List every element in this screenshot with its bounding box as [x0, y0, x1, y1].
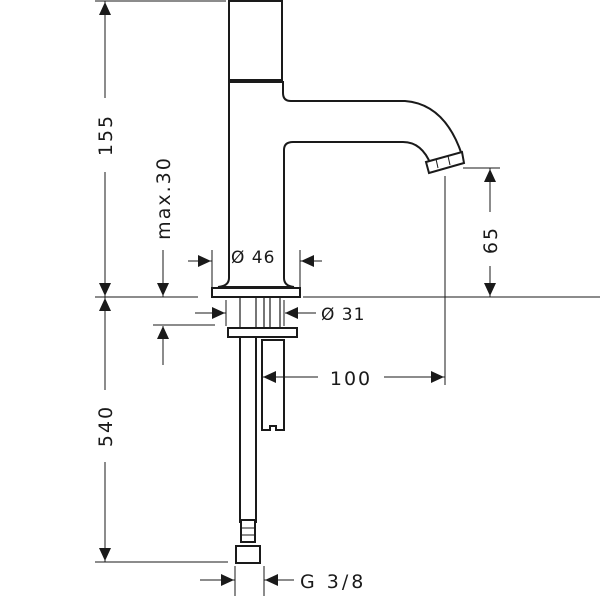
dimension-max-30: max.30	[153, 156, 175, 365]
extension-lines	[95, 0, 600, 596]
dimension-height-155: 155	[95, 1, 117, 297]
dim-65-label: 65	[480, 226, 502, 254]
dim-g38-label: G 3/8	[300, 571, 366, 593]
hose-crimp	[240, 519, 256, 543]
dimension-diameter-46: Ø 46	[188, 248, 322, 268]
dim-540-label: 540	[95, 405, 117, 447]
dimension-reach-100: 100	[262, 368, 445, 390]
base-plate	[211, 287, 301, 298]
aerator	[424, 150, 466, 175]
dim-46-label: Ø 46	[231, 248, 275, 268]
dim-31-label: Ø 31	[321, 305, 365, 325]
handle	[228, 0, 283, 81]
dim-155-label: 155	[95, 114, 117, 156]
hose	[239, 336, 257, 523]
mounting-plate	[227, 327, 298, 338]
dimension-spout-height-65: 65	[480, 168, 502, 297]
dimension-diameter-31: Ø 31	[195, 305, 365, 325]
faucet-body	[211, 0, 466, 564]
dim-max30-label: max.30	[153, 156, 175, 240]
dimension-connection-g38: G 3/8	[200, 571, 366, 593]
connection-nut	[235, 545, 261, 564]
dimension-hose-540: 540	[95, 297, 117, 562]
dim-100-label: 100	[330, 368, 372, 390]
cartridge-shank	[261, 339, 285, 431]
